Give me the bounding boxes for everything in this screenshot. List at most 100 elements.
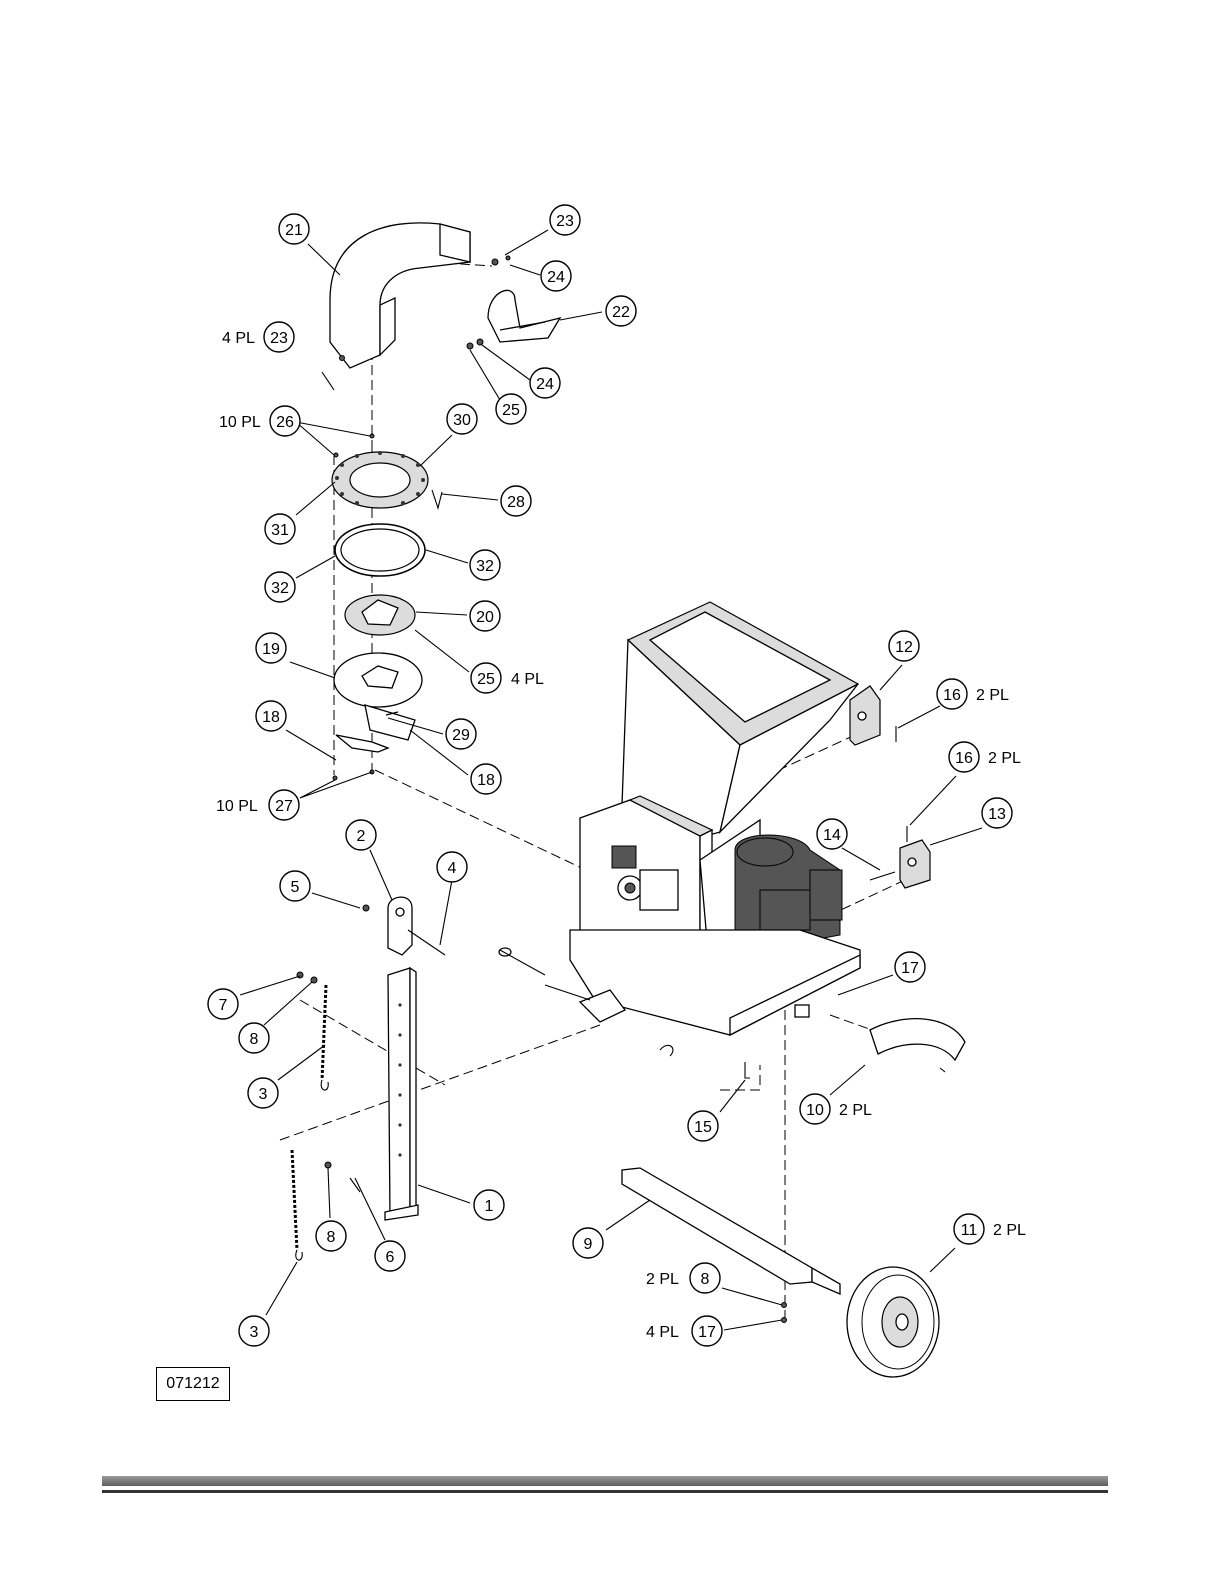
qty-25: 4 PL [511,671,544,688]
callout-6: 6 [375,1241,405,1271]
callout-2: 2 [346,820,376,850]
svg-text:32: 32 [271,580,289,597]
svg-text:11: 11 [961,1222,978,1239]
svg-text:12: 12 [895,639,913,656]
footer-rule-thin [102,1490,1108,1493]
assembly-center-lines [280,262,905,1320]
callout-17: 17 [895,952,925,982]
svg-text:20: 20 [476,609,494,626]
svg-text:9: 9 [584,1236,593,1253]
callout-26: 26 [270,406,300,436]
svg-text:22: 22 [612,304,630,321]
callout-22: 22 [606,296,636,326]
leader-lines [240,230,982,1330]
callout-31: 31 [265,514,295,544]
svg-text:3: 3 [259,1086,268,1103]
callout-15: 15 [688,1111,718,1141]
qty-27: 10 PL [216,798,258,815]
svg-text:8: 8 [701,1271,710,1288]
svg-text:17: 17 [698,1324,716,1341]
axle-nut [782,1303,787,1308]
callout-21: 21 [279,214,309,244]
callout-25: 25 [471,663,501,693]
callout-24: 24 [530,368,560,398]
callout-3: 3 [239,1316,269,1346]
chute-flange [332,451,428,508]
svg-text:4: 4 [448,860,457,877]
qty-16a: 2 PL [976,687,1009,704]
svg-text:26: 26 [276,414,294,431]
callout-13: 13 [982,798,1012,828]
svg-text:13: 13 [988,806,1006,823]
qty-8: 2 PL [646,1271,679,1288]
callout-32: 32 [470,550,500,580]
svg-text:32: 32 [476,558,494,575]
jack-bracket [363,897,445,955]
callout-8: 8 [316,1221,346,1251]
transition-plate [334,653,422,707]
svg-text:10: 10 [806,1102,824,1119]
callout-8: 8 [690,1263,720,1293]
footer-rule [102,1476,1108,1486]
bearing-caps [850,686,930,888]
svg-text:18: 18 [477,772,495,789]
callout-9: 9 [573,1228,603,1258]
callout-20: 20 [470,601,500,631]
svg-text:15: 15 [694,1119,712,1136]
svg-text:3: 3 [250,1324,259,1341]
callout-24: 24 [541,261,571,291]
callout-27: 27 [269,790,299,820]
qty-11: 2 PL [993,1222,1026,1239]
svg-text:2: 2 [357,828,366,845]
callout-10: 10 [800,1094,830,1124]
svg-text:25: 25 [502,402,520,419]
callout-16: 16 [937,679,967,709]
svg-text:29: 29 [452,727,470,744]
callout-25: 25 [496,394,526,424]
wheel [847,1267,939,1377]
callout-30: 30 [447,404,477,434]
callout-23: 23 [550,205,580,235]
callout-23: 23 [264,322,294,352]
callout-3: 3 [248,1078,278,1108]
callout-8: 8 [239,1023,269,1053]
callout-29: 29 [446,719,476,749]
svg-text:5: 5 [291,879,300,896]
svg-text:8: 8 [327,1229,336,1246]
callout-12: 12 [889,631,919,661]
qty-16b: 2 PL [988,750,1021,767]
callout-32: 32 [265,572,295,602]
gasket-rings [335,524,425,576]
safety-chains [292,972,360,1260]
callout-19: 19 [256,633,286,663]
callout-16: 16 [949,742,979,772]
qty-10: 2 PL [839,1102,872,1119]
callout-14: 14 [817,819,847,849]
svg-text:17: 17 [901,960,919,977]
svg-text:1: 1 [485,1198,494,1215]
callout-18: 18 [256,701,286,731]
fender [870,1019,965,1072]
svg-text:18: 18 [262,709,280,726]
base-frame [570,930,860,1035]
adapter-plate [345,595,415,635]
svg-text:31: 31 [271,522,289,539]
svg-text:16: 16 [955,750,973,767]
svg-text:8: 8 [250,1031,259,1048]
svg-text:21: 21 [285,222,303,239]
callout-7: 7 [208,989,238,1019]
discharge-chute [330,223,470,368]
callout-17: 17 [692,1316,722,1346]
callout-1: 1 [474,1190,504,1220]
svg-text:28: 28 [507,494,525,511]
qty-17: 4 PL [646,1324,679,1341]
qty-26: 10 PL [219,414,261,431]
callout-18: 18 [471,764,501,794]
svg-text:24: 24 [536,376,554,393]
chute-deflector [488,290,560,342]
callout-28: 28 [501,486,531,516]
svg-text:16: 16 [943,687,961,704]
svg-text:25: 25 [477,671,495,688]
svg-text:7: 7 [219,997,228,1014]
